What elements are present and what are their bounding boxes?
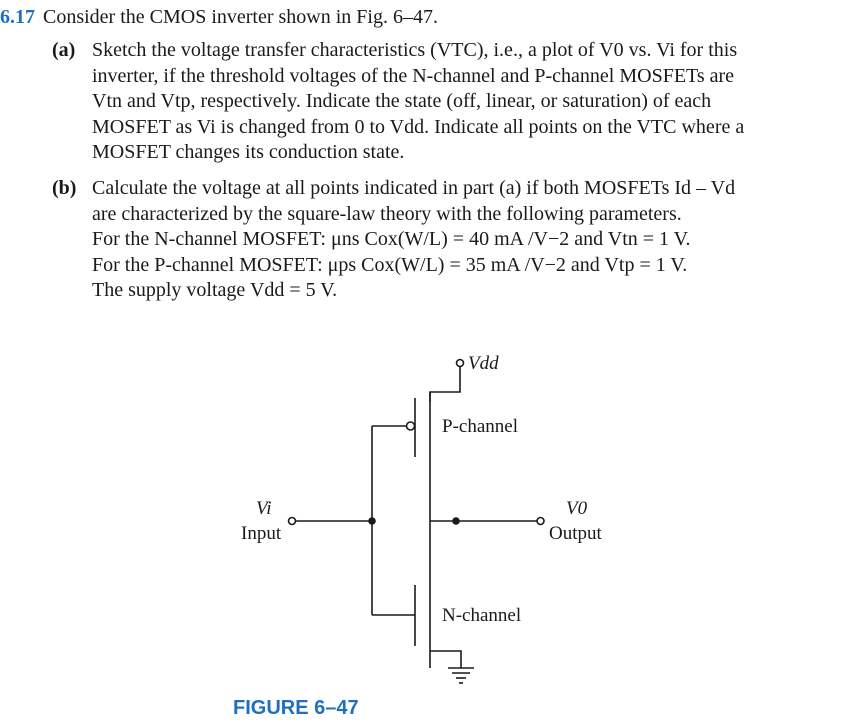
part-a-line: Vtn and Vtp, respectively. Indicate the …	[92, 90, 712, 112]
vdd-terminal	[455, 358, 465, 368]
part-b-line: The supply voltage Vdd = 5 V.	[92, 279, 338, 301]
part-a-line: MOSFET as Vi is changed from 0 to Vdd. I…	[92, 115, 745, 138]
part-a-line: inverter, if the threshold voltages of t…	[92, 64, 735, 87]
part-b-label: (b)	[52, 177, 77, 199]
part-a-line: Sketch the voltage transfer characterist…	[92, 39, 738, 61]
part-b-body: Calculate the voltage at all points indi…	[92, 176, 842, 304]
output-symbol: V0	[566, 498, 588, 519]
output-node-dot	[452, 517, 460, 525]
part-b-line: For the N-channel MOSFET: μns Cox(W/L) =…	[92, 228, 691, 250]
vdd-wire	[429, 366, 461, 402]
input-node-dot	[368, 517, 376, 525]
input-symbol: Vi	[256, 498, 271, 519]
figure-caption: FIGURE 6–47	[233, 697, 359, 719]
nmos-label: N-channel	[442, 605, 521, 626]
part-a-line: MOSFET changes its conduction state.	[92, 141, 405, 163]
part-b: (b) Calculate the voltage at all points …	[52, 176, 842, 304]
part-a-body: Sketch the voltage transfer characterist…	[92, 38, 842, 166]
vdd-label: Vdd	[468, 353, 499, 374]
part-b-line: Calculate the voltage at all points indi…	[92, 177, 736, 199]
part-b-line: are characterized by the square-law theo…	[92, 202, 682, 225]
output-terminal	[536, 516, 545, 526]
problem-stem: Consider the CMOS inverter shown in Fig.…	[43, 6, 438, 28]
input-terminal	[287, 516, 297, 526]
nmos-transistor	[372, 580, 431, 651]
input-label: Input	[241, 523, 282, 544]
ground-icon	[448, 667, 474, 684]
part-a-label: (a)	[52, 39, 76, 61]
problem-header: 6.17 Consider the CMOS inverter shown in …	[0, 4, 438, 30]
pmos-label: P-channel	[442, 416, 518, 437]
ground-connection	[430, 650, 462, 668]
part-b-line: For the P-channel MOSFET: μps Cox(W/L) =…	[92, 253, 688, 276]
pmos-transistor	[372, 392, 431, 462]
part-a: (a) Sketch the voltage transfer characte…	[52, 38, 842, 166]
output-label: Output	[549, 523, 603, 544]
problem-number: 6.17	[0, 6, 35, 28]
